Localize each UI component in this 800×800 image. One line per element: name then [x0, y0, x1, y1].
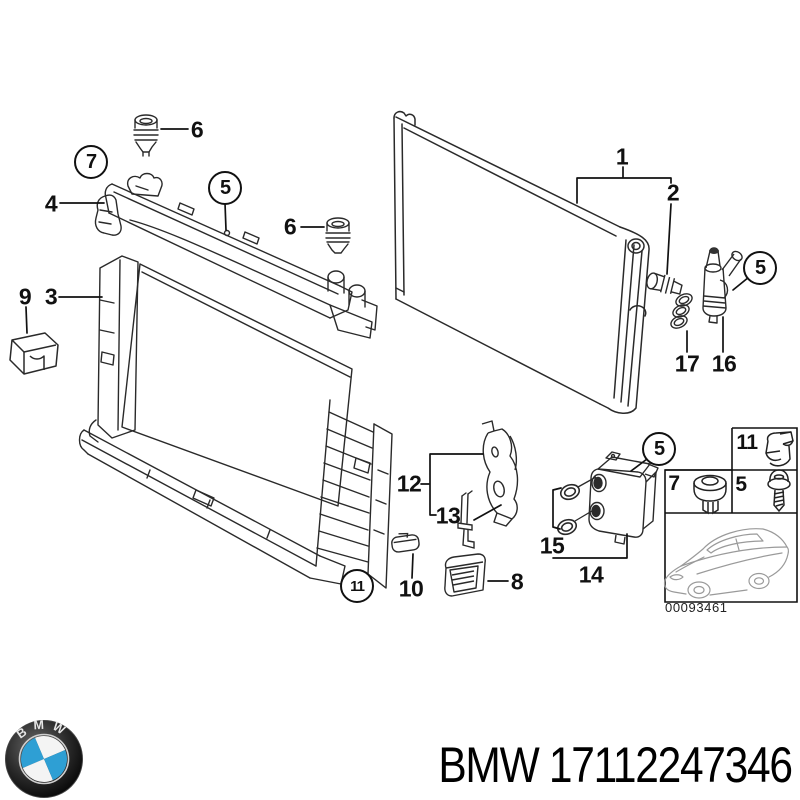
mount-strip-drawing	[94, 172, 378, 339]
leader-lines	[25, 128, 750, 582]
callout-circle-5-cooler: 5	[642, 432, 676, 466]
callout-6a: 6	[190, 116, 204, 143]
inset-label-grommet: 7	[668, 472, 680, 495]
cover-9-drawing	[9, 332, 59, 375]
callout-3: 3	[44, 283, 58, 310]
callout-9: 9	[18, 283, 32, 310]
callout-circle-5-valve: 5	[743, 251, 777, 285]
inset-label-clip: 11	[736, 431, 758, 454]
inset-diagram-code: 00093461	[665, 600, 728, 615]
bracket-12-drawing	[481, 420, 519, 527]
callout-15: 15	[539, 532, 565, 559]
plug-drawings	[133, 114, 351, 254]
orings-15-drawing	[556, 476, 598, 536]
tray-8-drawing	[444, 553, 486, 597]
bmw-logo: BMW	[5, 718, 83, 798]
callout-13: 13	[435, 502, 461, 529]
callout-2: 2	[666, 179, 680, 206]
valve-16-drawing	[702, 247, 743, 324]
inset-screw-icon	[767, 469, 791, 513]
frame-assembly-drawing	[78, 255, 393, 589]
inset-label-screw: 5	[735, 473, 747, 496]
part-number-text: BMW 17112247346	[438, 737, 794, 793]
callout-16: 16	[711, 350, 737, 377]
callout-10: 10	[398, 575, 424, 602]
cooler-14-drawing	[588, 451, 659, 545]
callout-circle-5-strip: 5	[208, 171, 242, 205]
callout-4: 4	[44, 190, 58, 217]
inset-grommet-icon	[693, 474, 727, 515]
callout-circle-11: 11	[340, 569, 374, 603]
inset-car-sketch	[663, 528, 790, 599]
inset-box	[664, 427, 798, 603]
fork-13-drawing	[457, 490, 475, 549]
callout-8: 8	[510, 568, 524, 595]
callout-1: 1	[615, 143, 629, 170]
gaskets-17-drawing	[670, 293, 693, 329]
callout-circle-7: 7	[74, 145, 108, 179]
inset-clip-icon	[765, 431, 794, 467]
callout-6b: 6	[283, 213, 297, 240]
clip-10-drawing	[391, 532, 420, 553]
plug-2-drawing	[646, 272, 683, 295]
radiator-drawing	[393, 110, 650, 414]
callout-14: 14	[578, 561, 604, 588]
callout-17: 17	[674, 350, 700, 377]
callout-12: 12	[396, 470, 422, 497]
